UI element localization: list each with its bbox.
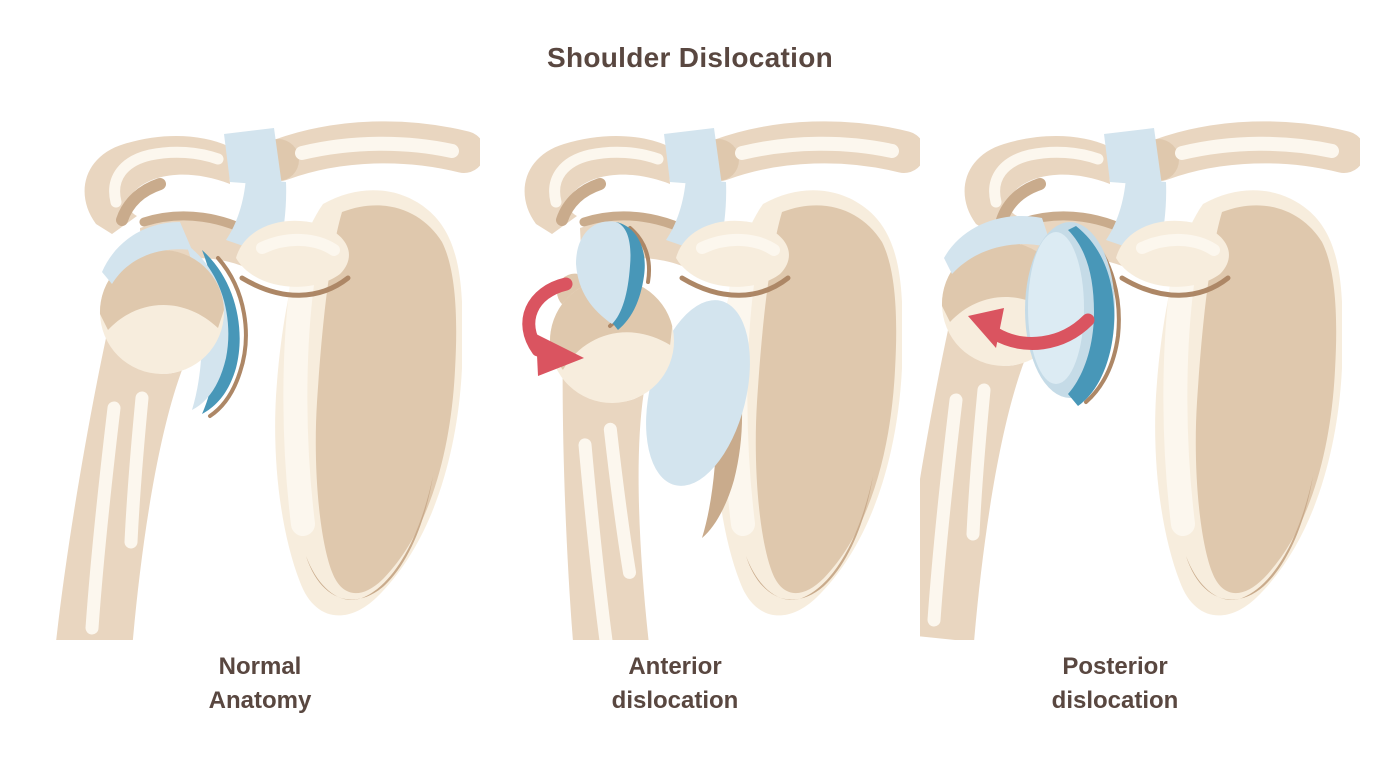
panel-normal-anatomy: Normal Anatomy: [40, 108, 480, 718]
labrum-dark-rim: [610, 222, 645, 330]
arrow-head: [968, 308, 1004, 348]
humeral-head-cartilage-cap: [944, 215, 1052, 274]
caption-line-2: dislocation: [1051, 687, 1179, 714]
caption-line-1: Normal: [218, 653, 302, 680]
dislocated-labrum: [576, 221, 651, 330]
anterior-dislocation-illustration: [480, 108, 920, 640]
humerus-in-socket: [56, 238, 224, 640]
arrow-curve: [522, 277, 573, 357]
caption-line-1: Posterior: [1062, 653, 1168, 680]
caption-line-2: Anatomy: [208, 687, 312, 714]
panel-caption: Posterior dislocation: [895, 650, 1335, 718]
posterior-dislocation-illustration: [920, 108, 1360, 640]
humeral-head-cartilage-cap: [102, 222, 192, 284]
labrum-cartilage-light: [576, 221, 631, 324]
caption-line-1: Anterior: [628, 653, 722, 680]
arrow-curve: [989, 313, 1095, 350]
cartilage-outline: [208, 256, 248, 418]
panel-anterior-dislocation: Anterior dislocation: [480, 108, 920, 718]
figure-title: Shoulder Dislocation: [546, 42, 834, 73]
posterior-rotation-arrow-icon: [968, 308, 1095, 350]
panel-posterior-dislocation: Posterior dislocation: [920, 108, 1360, 718]
skeleton: [965, 128, 1344, 615]
panel-caption: Normal Anatomy: [40, 650, 480, 718]
panel-caption: Anterior dislocation: [455, 650, 895, 718]
caption-line-2: dislocation: [611, 687, 739, 714]
disc-inner-highlight: [1028, 232, 1084, 384]
glenoid-cartilage-disc: [1025, 222, 1121, 406]
anterior-rotation-arrow-icon: [522, 277, 584, 376]
labrum-outline-upper: [628, 226, 651, 284]
normal-anatomy-illustration: [40, 108, 480, 640]
disc-dark-rim: [1068, 226, 1115, 406]
arrow-head: [536, 334, 584, 376]
panel-row: Normal Anatomy Anterior dislocation: [40, 108, 1360, 718]
